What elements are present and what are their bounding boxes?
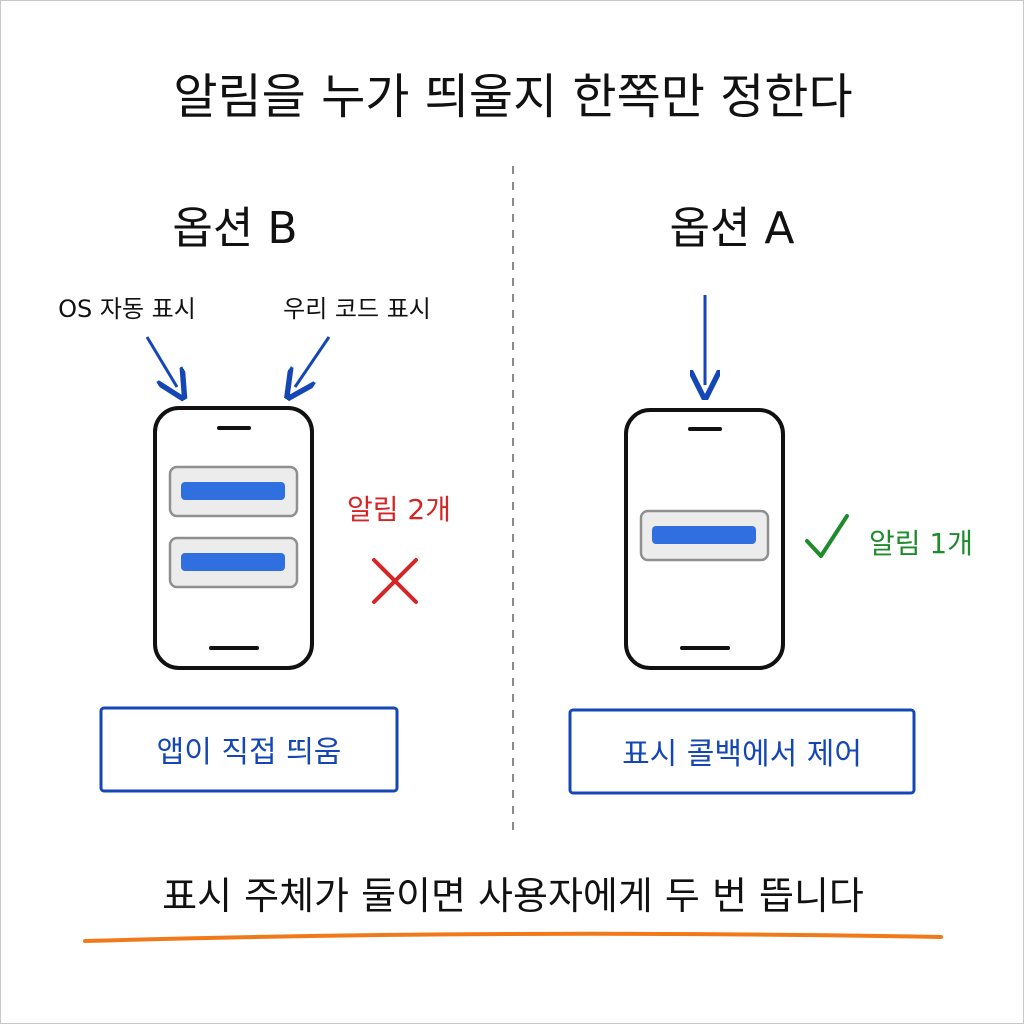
app-direct-box: 앱이 직접 띄움 [99, 706, 399, 793]
app-direct-label: 앱이 직접 띄움 [157, 735, 342, 770]
notification-card [168, 465, 299, 518]
option-b-heading: 옵션 B [172, 203, 297, 254]
page-title: 알림을 누가 띄울지 한쪽만 정한다 [173, 69, 852, 125]
notification-card [168, 536, 299, 589]
result-label-one: 알림 1개 [869, 527, 973, 560]
footer-underline [83, 931, 943, 943]
result-label-two: 알림 2개 [347, 493, 451, 526]
check-icon [805, 514, 849, 558]
callback-control-label: 표시 콜백에서 제어 [622, 737, 862, 772]
cross-icon [372, 558, 418, 604]
option-a-heading: 옵션 A [669, 203, 794, 254]
callback-control-box: 표시 콜백에서 제어 [568, 708, 916, 795]
notification-card [639, 509, 770, 562]
our-code-label: 우리 코드 표시 [283, 295, 431, 323]
os-auto-label: OS 자동 표시 [58, 295, 196, 323]
footer-caption: 표시 주체가 둘이면 사용자에게 두 번 뜹니다 [162, 874, 864, 918]
os-auto-arrow [145, 336, 177, 387]
our-code-arrow [295, 336, 331, 387]
